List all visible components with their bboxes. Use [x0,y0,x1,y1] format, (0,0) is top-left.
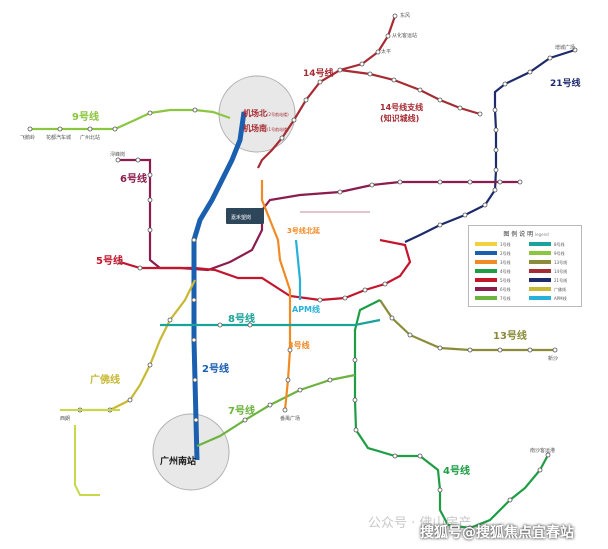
st-conghua: 从化客运站 [392,32,417,39]
legend-title-en: legend [535,232,549,237]
label-line2: 2号线 [202,362,229,375]
line6-path [118,158,520,272]
legend-label: 21号线 [554,277,567,283]
apm-path [294,239,302,300]
legend-swatch [529,287,551,291]
airport-south-label: 机场南 [243,123,267,133]
label-line21: 21号线 [550,77,581,89]
st-xilang: 西朗 [60,415,70,422]
legend-swatch [475,242,497,246]
lineGF-path [80,279,196,412]
label-line3b: 3号线北延 [287,226,321,235]
legend-panel: 图 例 说 明 legend 1号线 2号线 3号线 4号线 5号线 6号线 7号线 8号线 9… [468,225,582,307]
label-line14b-1: 14号线支线 [380,102,423,112]
label-line3: 3号线 [288,340,310,350]
legend-label: 5号线 [500,277,511,283]
st-feie: 飞鹅岭 [20,134,35,141]
legend-label: 7号线 [500,295,511,301]
label-line8: 8号线 [228,312,255,325]
legend-swatch [475,269,497,273]
line5-path [119,238,412,302]
line3-path [260,180,292,411]
legend-label: 9号线 [554,250,565,256]
label-line14b: 14号线支线 (知识城线) [380,102,426,123]
watermark-wechat: 公众号 · 佛山房产 [368,516,472,531]
legend-label: 13号线 [554,259,567,265]
airport-north-sub: (2号航站楼) [267,111,289,117]
station-box [226,208,264,224]
label-lineGF: 广佛线 [90,373,120,386]
st-dongfeng: 东风 [400,12,410,19]
legend-label: 3号线 [500,259,511,265]
label-line14b-2: (知识城线) [380,113,419,123]
legend-swatch [475,251,497,255]
legend-swatch [529,269,551,273]
label-line4: 4号线 [443,464,470,477]
legend-label: 1号线 [500,241,511,247]
legend-label: 2号线 [500,250,511,256]
st-taiping: 太平 [381,48,391,55]
label-line14: 14号线 [303,67,334,79]
watermark-sohu: 搜狐号@搜狐焦点宜春站 [420,525,574,541]
st-xinsha: 新沙 [548,355,558,362]
legend-swatch [475,296,497,300]
legend-swatch [529,260,551,264]
st-xunfeng: 浔峰岗 [110,151,125,158]
line8-path [160,318,381,327]
line9-path [30,108,231,131]
legend-swatch [529,242,551,246]
legend-swatches: 1号线 2号线 3号线 4号线 5号线 6号线 7号线 8号线 9号线 13号线 14号线 21号线广… [475,241,567,301]
st-zengcheng: 增城广场 [555,44,575,51]
st-nansha: 南沙客运港 [530,447,555,454]
line-gf-south [74,425,100,496]
label-line6: 6号线 [120,172,147,185]
line14-path [257,15,397,169]
st-fanyu: 番禺广场 [280,415,300,422]
label-line13: 13号线 [493,329,527,342]
label-apm: APM线 [292,304,320,314]
legend-label: 广佛线 [554,286,566,292]
guangzhou-south-zone [152,413,230,491]
legend-swatch [475,287,497,291]
line7-path [196,373,356,448]
line13-path [379,299,555,352]
legend-label: 8号线 [554,241,565,247]
legend-swatch [529,296,551,300]
legend-swatch [529,278,551,282]
airport-north-label: 机场北 [243,108,267,118]
label-line9: 9号线 [72,110,99,123]
airport-south-sub: (1号航站楼) [267,126,289,132]
legend-label: 4号线 [500,268,511,274]
legend-label: 6号线 [500,286,511,292]
guangzhou-south-label: 广州南站 [160,455,196,467]
legend-label: APM线 [554,295,567,301]
legend-title-cn: 图 例 说 明 [503,231,534,238]
legend-label: 14号线 [554,268,567,274]
legend-swatch [475,278,497,282]
legend-swatch [475,260,497,264]
st-huadu: 花都汽车城 [46,134,71,141]
station-box-label: 嘉禾望岗 [231,214,251,221]
legend-swatch [529,251,551,255]
st-gzbei: 广州北站 [80,134,100,141]
label-line5: 5号线 [96,254,123,267]
label-line7: 7号线 [228,404,255,417]
legend-title: 图 例 说 明 legend [469,229,583,238]
